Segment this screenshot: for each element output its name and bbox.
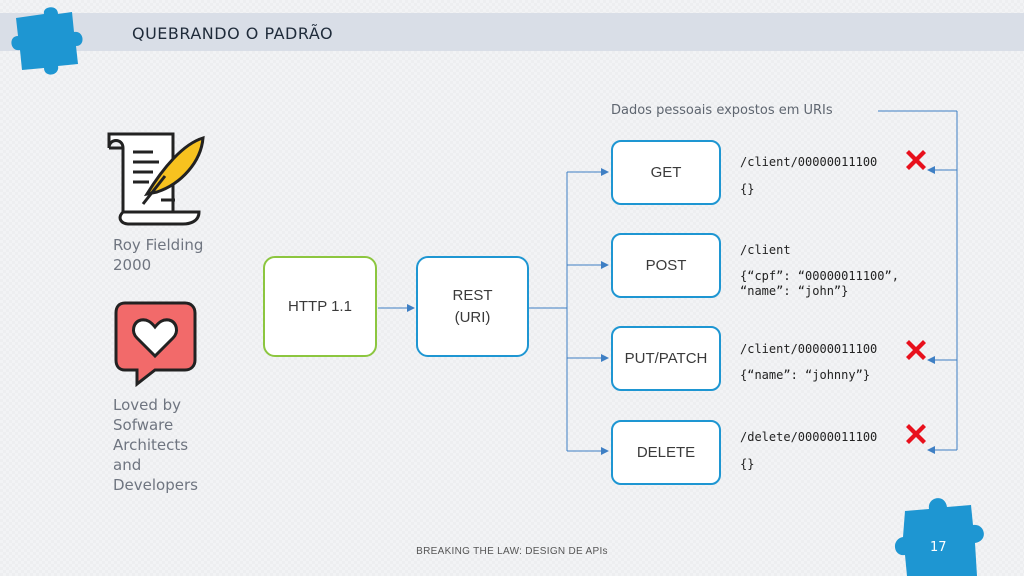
loved-line: Architects — [113, 436, 189, 454]
http-box: HTTP 1.1 — [263, 256, 377, 357]
method-label: GET — [650, 164, 682, 181]
method-label: POST — [645, 257, 687, 274]
rest-label: REST — [452, 286, 493, 304]
exposure-annotation: Dados pessoais expostos em URIs — [611, 103, 833, 118]
heart-chat-icon — [114, 301, 197, 388]
loved-line: Sofware — [113, 416, 174, 434]
get-body: {} — [740, 182, 755, 196]
red-x-icon — [906, 340, 926, 360]
author-label: Roy Fielding 2000 — [113, 235, 203, 275]
method-put-box: PUT/PATCH — [611, 326, 721, 391]
puzzle-icon — [894, 498, 984, 576]
post-uri: /client — [740, 243, 791, 257]
method-get-box: GET — [611, 140, 721, 205]
get-uri: /client/00000011100 — [740, 155, 878, 169]
method-label: DELETE — [636, 444, 696, 461]
rest-box: REST (URI) — [416, 256, 529, 357]
post-body-line: “name”: “john”} — [740, 284, 849, 298]
http-label: HTTP 1.1 — [288, 298, 352, 315]
author-year: 2000 — [113, 256, 152, 274]
method-delete-box: DELETE — [611, 420, 721, 485]
post-body-line: {“cpf”: “00000011100”, — [740, 269, 899, 283]
author-line: Roy Fielding — [113, 236, 204, 254]
page-title: QUEBRANDO O PADRÃO — [132, 24, 334, 43]
red-x-icon — [906, 150, 926, 170]
footer-text: BREAKING THE LAW: DESIGN DE APIs — [416, 546, 608, 557]
put-uri: /client/00000011100 — [740, 342, 878, 356]
red-x-icon — [906, 424, 926, 444]
loved-line: and — [113, 456, 142, 474]
rest-sublabel: (URI) — [454, 308, 491, 326]
puzzle-icon — [11, 7, 83, 75]
scroll-quill-icon — [107, 132, 205, 226]
method-label: PUT/PATCH — [624, 350, 708, 367]
delete-uri: /delete/00000011100 — [740, 430, 878, 444]
header-bar — [0, 13, 1024, 51]
loved-line: Loved by — [113, 396, 182, 414]
method-post-box: POST — [611, 233, 721, 298]
delete-body: {} — [740, 457, 755, 471]
loved-label: Loved by Sofware Architects and Develope… — [113, 395, 198, 495]
loved-line: Developers — [113, 476, 198, 494]
put-body: {“name”: “johnny”} — [740, 368, 871, 382]
page-number: 17 — [930, 540, 947, 555]
